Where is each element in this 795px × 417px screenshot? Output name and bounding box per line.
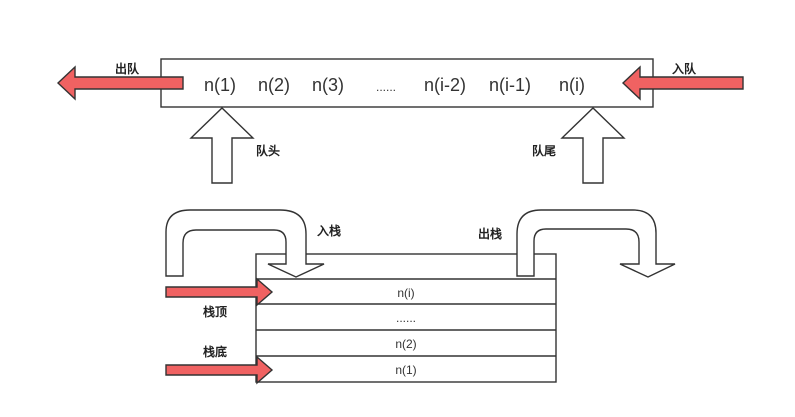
queue-head-label: 队头 [256,143,280,158]
dequeue-arrow-icon [56,65,184,101]
queue-item: n(1) [204,75,236,95]
queue-box [160,58,654,108]
stack-bottom-arrow-icon [165,355,274,385]
queue-item: n(i) [559,75,585,95]
queue-item: n(3) [312,75,344,95]
pop-arrow-icon [516,209,676,278]
stack-top-arrow-icon [165,277,274,307]
enqueue-label: 入队 [672,61,697,76]
push-arrow-icon [165,209,325,278]
queue-item: n(i-1) [489,75,531,95]
enqueue-arrow-icon [621,65,744,101]
dequeue-label: 出队 [115,61,140,76]
queue-item: n(2) [258,75,290,95]
queue-item: n(i-2) [424,75,466,95]
stack-top-label: 栈顶 [203,304,227,319]
queue-head-arrow-icon [189,107,255,184]
stack-item: n(i) [397,286,414,300]
stack-item: n(1) [395,363,416,377]
push-label: 入栈 [317,223,341,238]
stack-bottom-label: 栈底 [203,344,227,359]
stack-item: n(2) [395,337,416,351]
pop-label: 出栈 [478,226,502,241]
stack-box [255,253,557,383]
queue-item: ...... [376,80,396,94]
queue-tail-arrow-icon [560,107,626,184]
queue-tail-label: 队尾 [532,143,556,158]
stack-item: ...... [396,311,416,325]
